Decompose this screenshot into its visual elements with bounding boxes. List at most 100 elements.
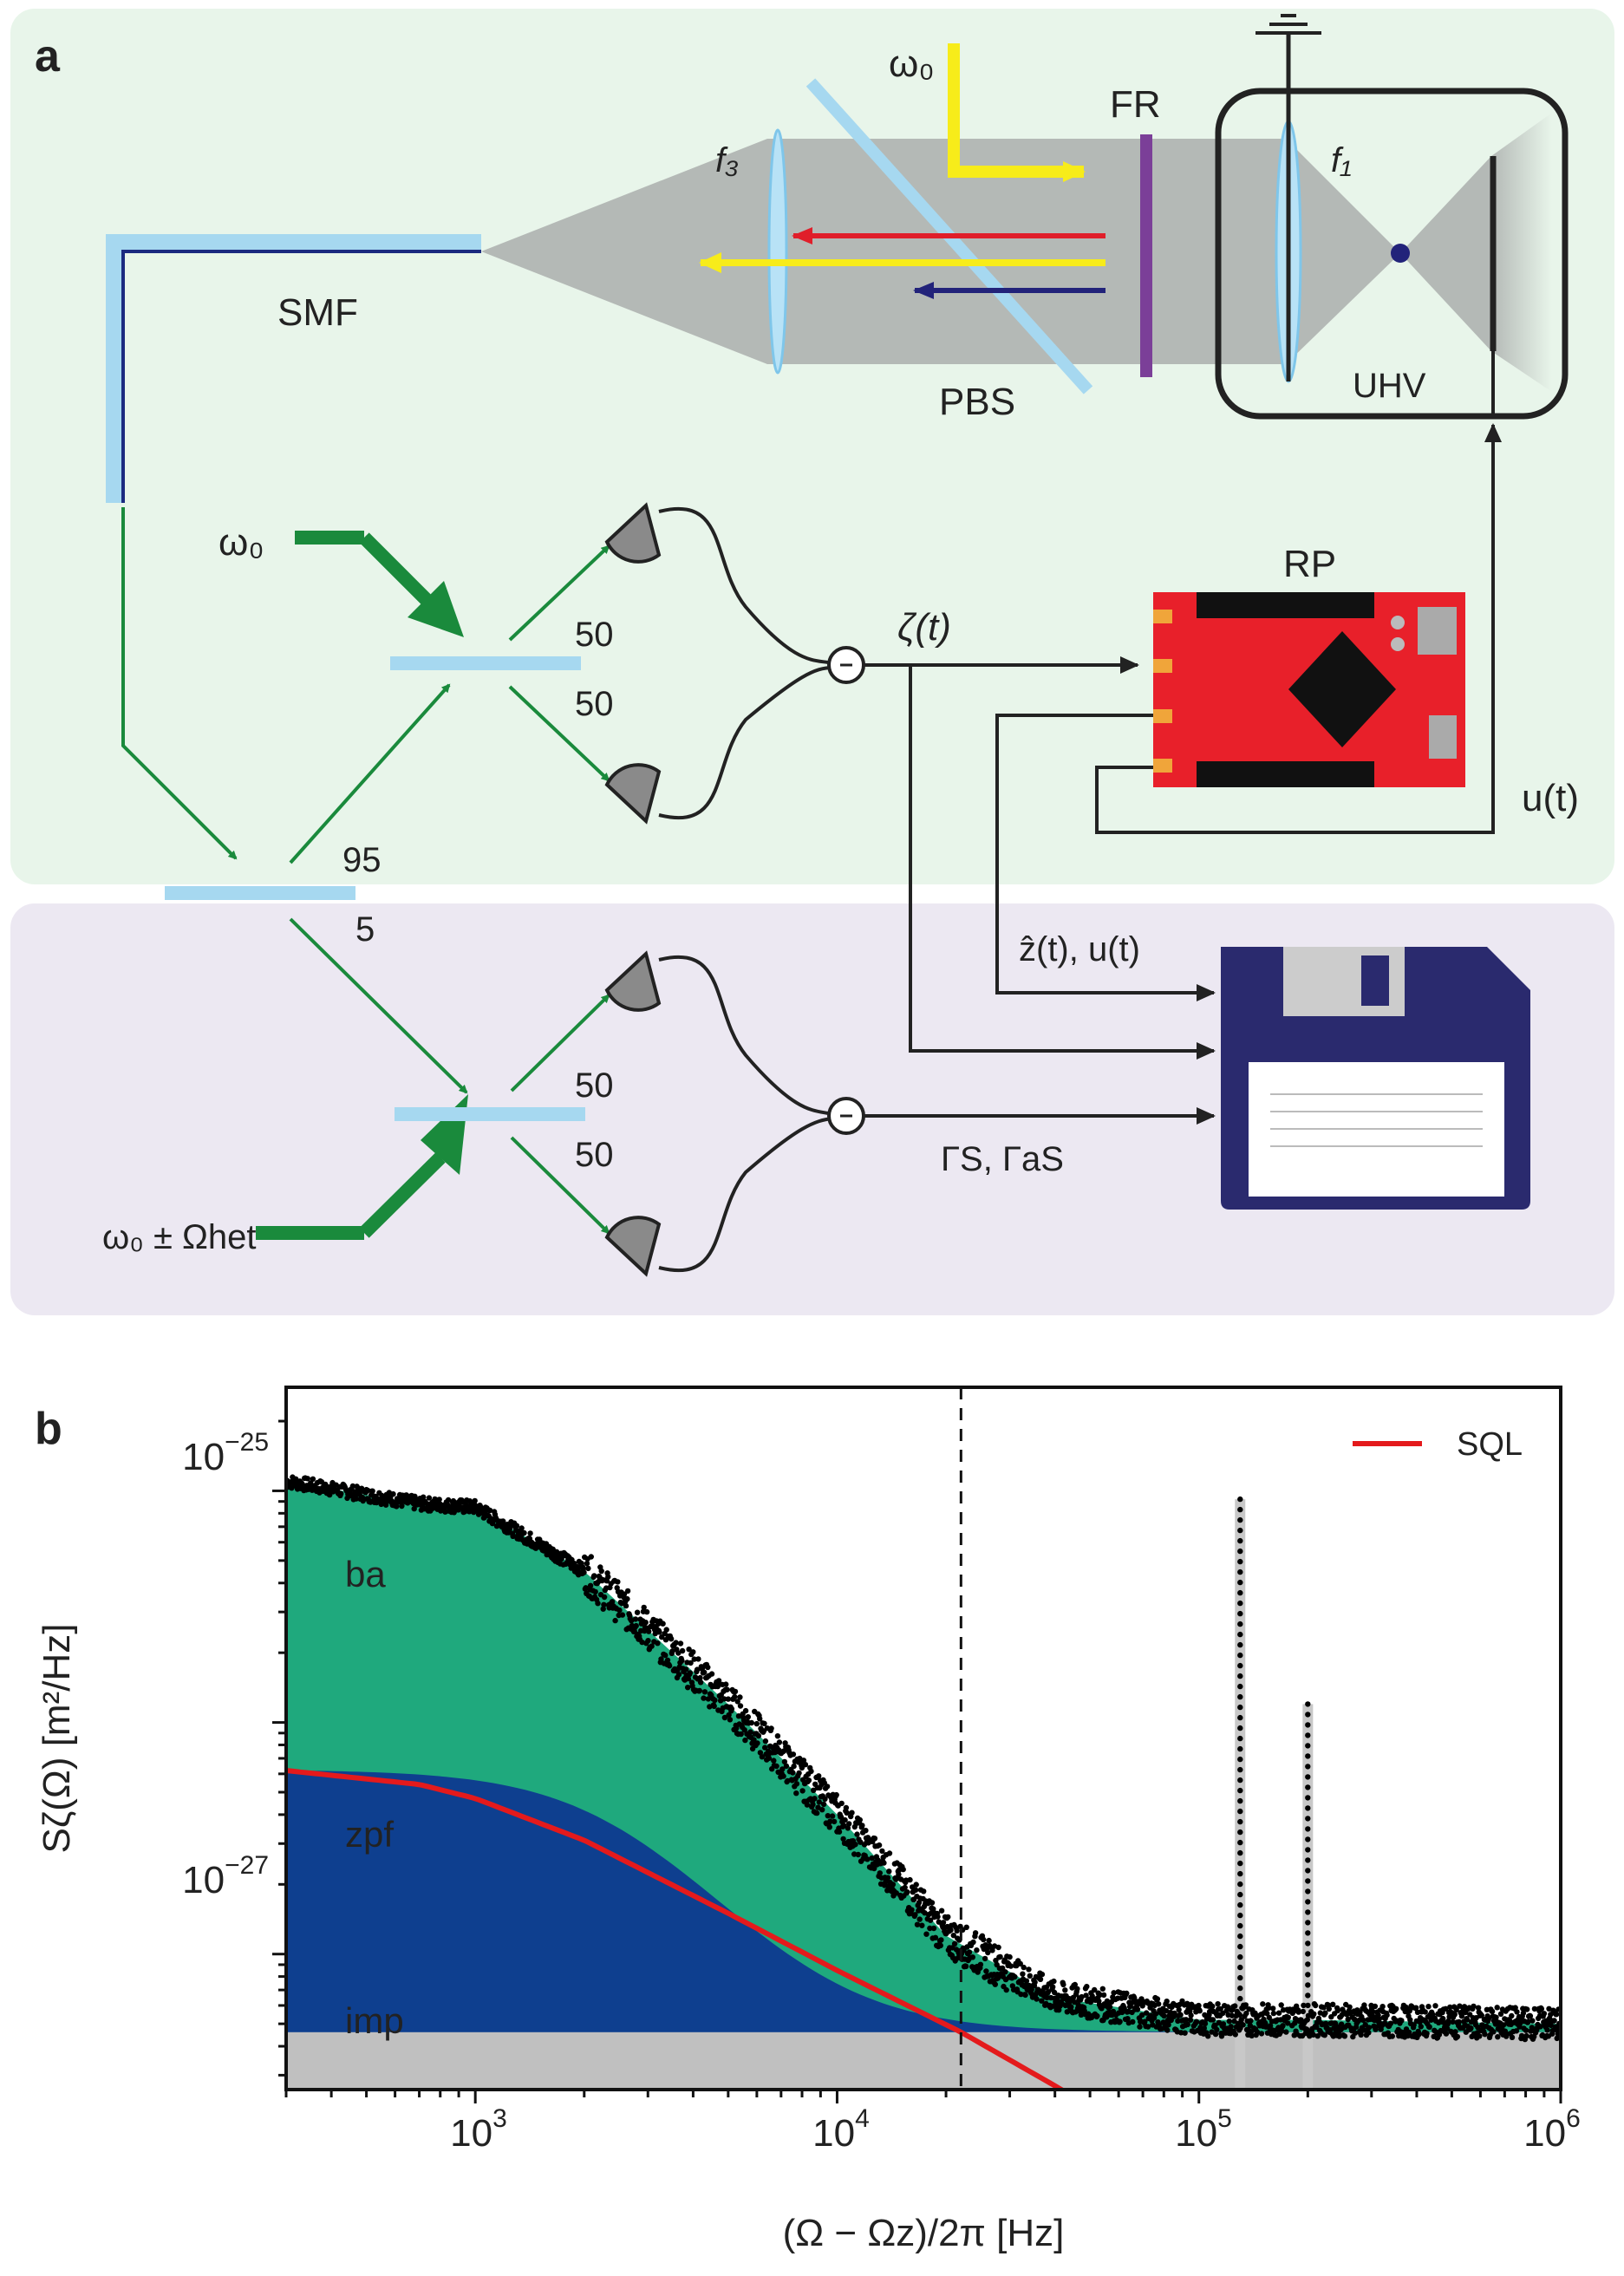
x-axis-label: (Ω − Ωz)/2π [Hz] — [783, 2212, 1065, 2254]
data-point — [859, 1823, 865, 1829]
peak-point — [1237, 1870, 1243, 1877]
data-point — [1456, 2018, 1463, 2025]
data-point — [584, 1561, 590, 1567]
data-point — [734, 1725, 740, 1731]
data-point — [771, 1758, 777, 1764]
data-point — [655, 1640, 661, 1647]
peak-point — [1305, 1972, 1311, 1978]
data-point — [802, 1762, 809, 1768]
split-top-b: 50 — [575, 685, 614, 723]
data-point — [1193, 2018, 1200, 2025]
data-point — [812, 1796, 818, 1802]
data-point — [349, 1483, 356, 1490]
data-point — [790, 1751, 797, 1758]
data-point — [1039, 1998, 1045, 2004]
data-point — [1137, 2024, 1143, 2030]
data-point — [992, 1981, 999, 1987]
data-point — [1537, 2024, 1543, 2030]
gamma-label: ΓS, ΓaS — [941, 1140, 1064, 1178]
data-point — [886, 1850, 893, 1856]
data-point — [928, 1910, 934, 1916]
data-point — [838, 1814, 845, 1820]
data-point — [1379, 2004, 1386, 2010]
data-point — [369, 1488, 375, 1494]
data-point — [983, 1968, 989, 1974]
data-point — [799, 1788, 805, 1794]
data-point — [1074, 1986, 1080, 1992]
plot-frame — [284, 1386, 1562, 2091]
split-main-b: 5 — [355, 910, 375, 949]
data-point — [1468, 2025, 1474, 2031]
data-point — [299, 1481, 305, 1487]
u-t-label: u(t) — [1522, 777, 1579, 819]
data-point — [938, 1908, 945, 1914]
data-point — [1445, 2018, 1451, 2025]
data-point — [605, 1574, 611, 1580]
data-point — [1243, 2010, 1249, 2017]
levitated-particle — [1391, 244, 1410, 263]
lo-arrow-top-diag — [359, 532, 439, 612]
data-point — [1163, 2008, 1170, 2014]
data-point — [685, 1685, 691, 1691]
data-point — [904, 1889, 910, 1895]
data-point — [745, 1714, 751, 1720]
peak-point — [1305, 1764, 1311, 1770]
data-point — [1520, 2010, 1527, 2017]
data-point — [1248, 2018, 1254, 2024]
data-point — [1384, 2012, 1390, 2018]
data-point — [1424, 2031, 1430, 2037]
fr-label: FR — [1110, 83, 1161, 126]
peak-point — [1237, 1953, 1243, 1960]
data-point — [690, 1649, 696, 1655]
zpf-label: zpf — [345, 1814, 394, 1855]
peak-point — [1237, 1839, 1243, 1846]
data-point — [1301, 2002, 1307, 2009]
data-point — [1119, 2009, 1125, 2016]
data-point — [1478, 2012, 1485, 2018]
data-point — [623, 1602, 629, 1609]
uhv-label: UHV — [1353, 367, 1426, 405]
pd-wire-bot — [658, 666, 833, 820]
data-point — [598, 1568, 604, 1575]
data-point — [1039, 1971, 1046, 1978]
data-point — [791, 1763, 797, 1770]
data-point — [688, 1660, 694, 1666]
data-point — [1406, 2029, 1412, 2036]
data-point — [1051, 1978, 1057, 1985]
data-point — [829, 1813, 836, 1819]
data-point — [612, 1617, 618, 1624]
data-point — [675, 1650, 682, 1656]
data-point — [1068, 2004, 1074, 2010]
data-point — [1027, 1973, 1034, 1979]
peak-point — [1305, 1753, 1311, 1759]
data-point — [426, 1495, 433, 1501]
data-point — [871, 1836, 878, 1842]
data-point — [601, 1594, 608, 1601]
data-point — [629, 1617, 635, 1624]
data-point — [1196, 2002, 1202, 2009]
data-point — [831, 1818, 838, 1825]
peak-point — [1237, 1496, 1243, 1503]
data-point — [912, 1912, 918, 1918]
peak-point — [1237, 1901, 1243, 1908]
peak-point — [1237, 1777, 1243, 1784]
data-point — [1477, 2033, 1483, 2039]
peak-point — [1237, 1568, 1243, 1575]
fiber-green-path — [121, 507, 238, 860]
data-point — [1072, 1981, 1079, 1988]
peak-point — [1237, 1662, 1243, 1669]
uhv-chamber — [1215, 88, 1569, 420]
data-point — [679, 1658, 685, 1664]
data-point — [1464, 2017, 1471, 2023]
panel-a: a SMF f₃ PBS ω₀ FR UHV — [10, 9, 1614, 1315]
data-point — [553, 1549, 560, 1555]
data-point — [595, 1601, 601, 1607]
data-point — [1183, 2017, 1190, 2023]
data-point — [1280, 2023, 1286, 2029]
data-point — [1509, 2012, 1515, 2019]
data-point — [619, 1612, 626, 1618]
data-point — [808, 1768, 814, 1775]
data-point — [588, 1554, 594, 1560]
data-point — [742, 1707, 749, 1714]
peak-point — [1237, 1683, 1243, 1690]
